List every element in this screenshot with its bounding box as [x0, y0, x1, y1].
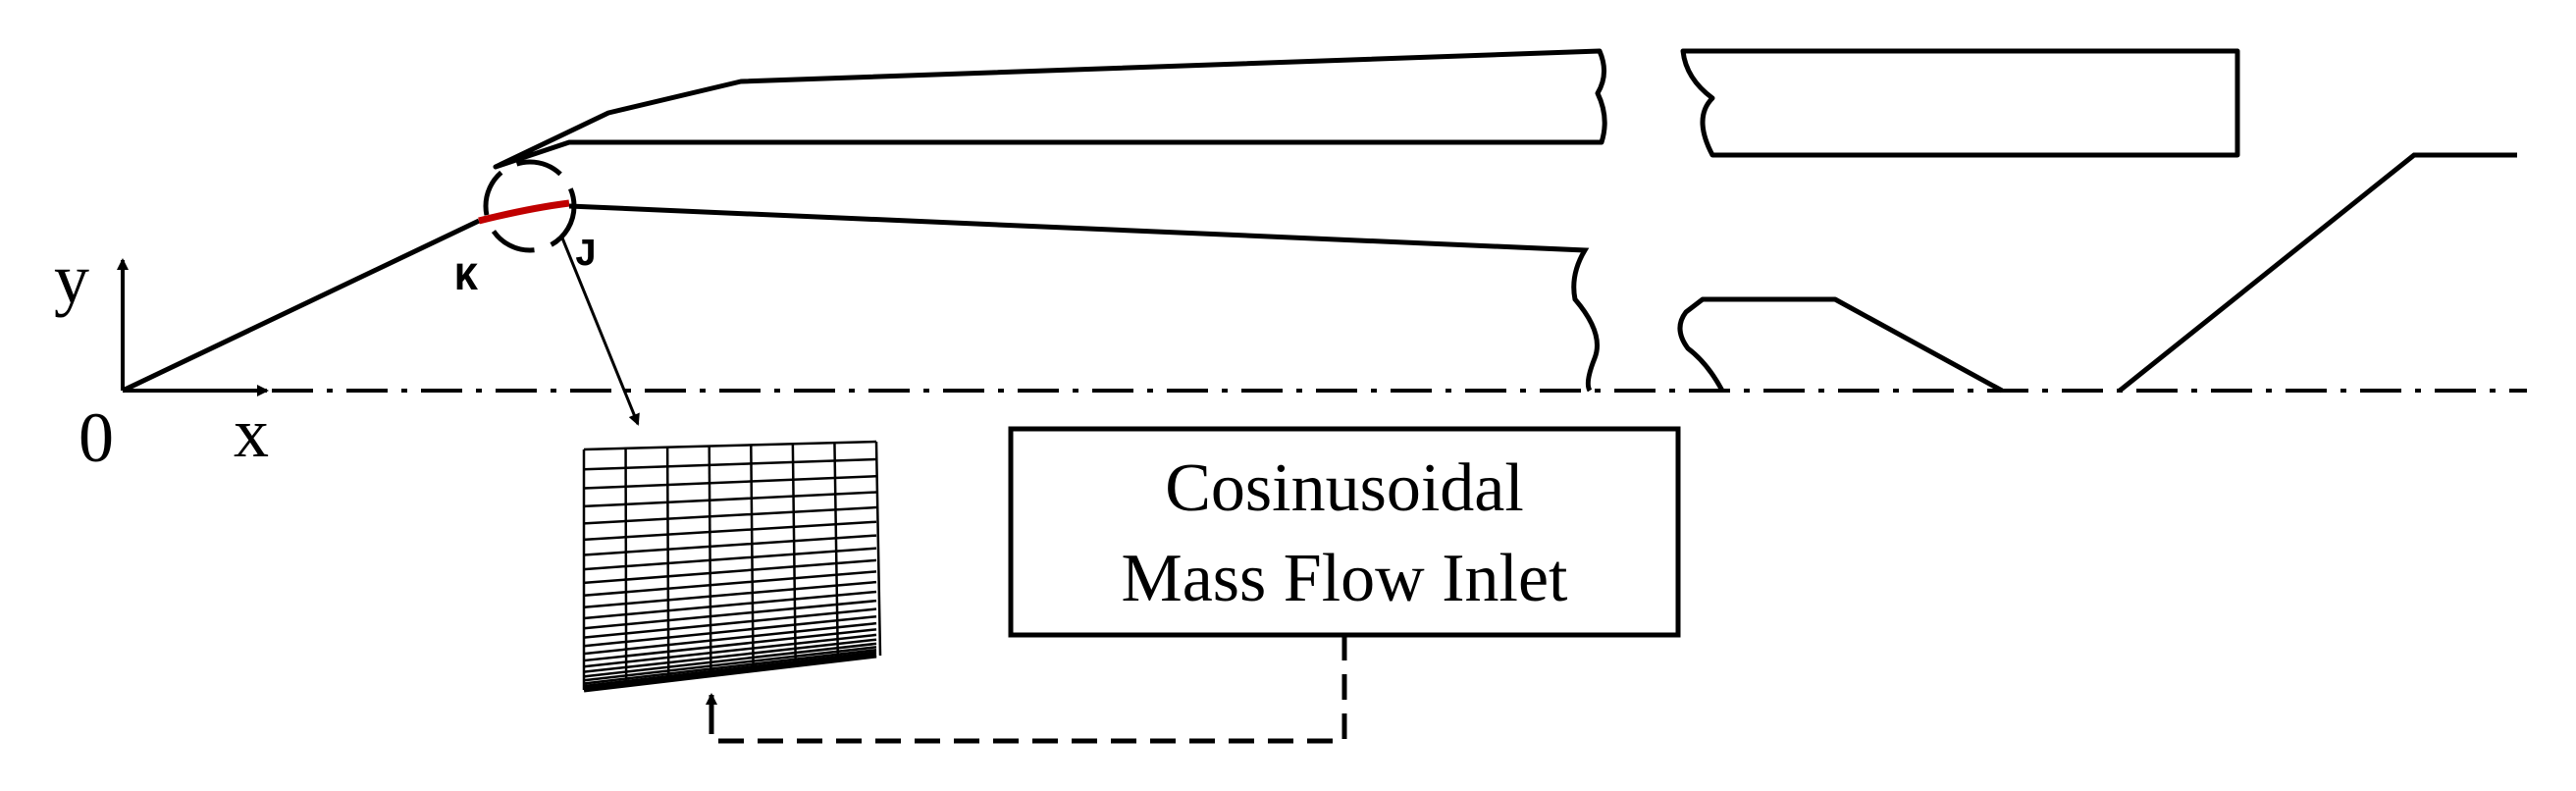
mesh-line [583, 534, 877, 556]
boundary-condition-box [1008, 426, 1681, 638]
boundary-box-line2: Mass Flow Inlet [1122, 541, 1569, 616]
boundary-connector [709, 635, 1347, 744]
mesh-line [583, 590, 877, 620]
mesh-wall [583, 653, 877, 693]
mesh-line [583, 580, 877, 609]
coordinate-axes: y 0 x [54, 239, 269, 477]
forebody-ramp [121, 218, 481, 394]
mesh-line [583, 648, 877, 685]
mesh-line [583, 474, 877, 490]
mesh-line [874, 441, 882, 657]
mesh-line [583, 621, 877, 656]
duct-lower-wall [568, 203, 1600, 393]
duct-lower-piece [1677, 296, 2004, 394]
highlight-segment-kj [478, 199, 570, 225]
mesh-line [583, 651, 877, 688]
zoom-arrow [559, 235, 640, 426]
mesh-line [583, 646, 877, 682]
mesh-line [583, 607, 877, 639]
mesh-line [583, 558, 877, 585]
x-axis-label: x [234, 394, 269, 472]
mesh-line [583, 491, 877, 508]
y-axis-label: y [54, 239, 89, 318]
exit-ramp [2118, 152, 2517, 393]
mesh-line [583, 457, 877, 471]
point-k-label: K [454, 258, 478, 302]
mesh-line [583, 638, 877, 673]
duct-upper-right [1680, 48, 2240, 158]
magnify-circle [483, 159, 577, 253]
cowl-outer [493, 48, 1607, 170]
mesh-line [583, 614, 877, 648]
mesh-line [583, 633, 877, 668]
mesh-line [583, 570, 877, 598]
point-j-label: J [574, 234, 598, 278]
origin-label: 0 [79, 398, 114, 477]
mesh-line [583, 505, 877, 525]
mesh-line [583, 547, 877, 571]
boundary-box-line1: Cosinusoidal [1165, 450, 1524, 526]
mesh-line [583, 628, 877, 662]
mesh-line [583, 520, 877, 542]
mesh-line [583, 599, 877, 630]
mesh-line [583, 642, 877, 678]
mesh-detail [582, 440, 882, 693]
mesh-line [583, 440, 877, 451]
